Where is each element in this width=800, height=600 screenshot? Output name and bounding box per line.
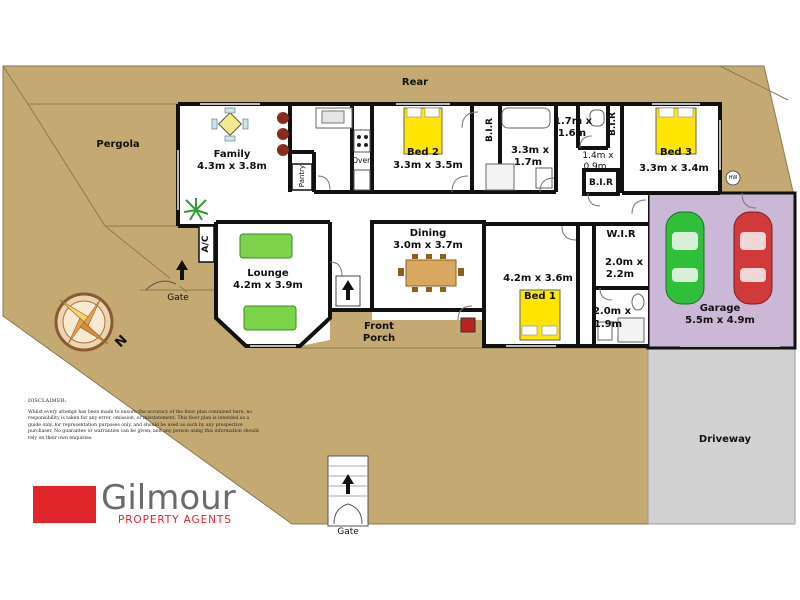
brand-logo-tagline: PROPERTY AGENTS bbox=[118, 514, 232, 526]
cooktop-icon bbox=[353, 129, 371, 153]
ensuite-shower-icon bbox=[617, 317, 645, 343]
bed-2-icon bbox=[403, 107, 443, 155]
boundary-line bbox=[719, 65, 789, 101]
front-porch-label-b: Porch bbox=[362, 333, 396, 344]
sink-icon bbox=[321, 110, 345, 124]
wir-dim-label-b: 2.2m bbox=[605, 269, 635, 280]
bath-dim-label-b: 1.7m bbox=[513, 157, 543, 168]
pergola-label: Pergola bbox=[96, 139, 140, 150]
bed1-name-label: Bed 1 bbox=[523, 291, 556, 302]
dining-name-label: Dining bbox=[409, 228, 447, 239]
brand-logo-mark bbox=[33, 486, 96, 523]
bed3-dim-label: 3.3m x 3.4m bbox=[639, 163, 709, 174]
ensuite-toilet-icon bbox=[631, 293, 645, 311]
wir-dim-label-a: 2.0m x bbox=[604, 257, 644, 268]
bed1-dim-label: 4.2m x 3.6m bbox=[503, 273, 573, 284]
bed-1-icon bbox=[519, 289, 561, 341]
disclaimer-body: Whilst every attempt has been made to en… bbox=[28, 409, 259, 441]
bathtub-icon bbox=[501, 107, 551, 129]
bed-3-icon bbox=[655, 107, 697, 155]
front-porch-label-a: Front bbox=[364, 321, 394, 332]
front-gate-label: Gate bbox=[337, 527, 359, 537]
lounge-dim-label: 4.2m x 3.9m bbox=[233, 280, 303, 291]
rear-label: Rear bbox=[401, 77, 429, 88]
pantry-label: Pantry bbox=[298, 164, 306, 188]
green-car-icon bbox=[665, 211, 705, 305]
bed3-name-label: Bed 3 bbox=[659, 147, 692, 158]
boundary-line bbox=[27, 103, 106, 227]
bed2-dim-label: 3.3m x 3.5m bbox=[393, 160, 463, 171]
ensuite-dim-label-a: 2.0m x bbox=[592, 306, 632, 317]
bar-stools-icon bbox=[277, 112, 289, 156]
ensuite-dim-label-b: 1.9m bbox=[593, 319, 623, 330]
wir-label: W.I.R bbox=[606, 229, 636, 240]
oven-label: Oven bbox=[352, 156, 372, 165]
sofa-icon bbox=[239, 233, 297, 331]
ensuite-vanity-icon bbox=[597, 321, 613, 341]
small-dim-label-a: 1.4m x bbox=[582, 151, 614, 161]
hw-label: HW bbox=[728, 175, 738, 181]
toilet-icon bbox=[589, 109, 605, 127]
red-car-icon bbox=[733, 211, 773, 305]
ac-unit bbox=[198, 225, 215, 263]
brand-logo-wordmark: Gilmour bbox=[101, 478, 236, 518]
windows bbox=[177, 103, 780, 347]
compass-icon bbox=[54, 292, 114, 352]
driveway-label: Driveway bbox=[698, 434, 752, 445]
fridge-icon bbox=[353, 169, 371, 191]
lounge-name-label: Lounge bbox=[247, 268, 289, 279]
plant-icon bbox=[183, 198, 209, 221]
boundary-line bbox=[2, 65, 29, 105]
pantry-box bbox=[291, 163, 313, 191]
dining-table-icon bbox=[398, 254, 464, 292]
door-swings bbox=[317, 111, 757, 321]
bir-2-label: B.I.R bbox=[608, 112, 618, 136]
side-gate-label: Gate bbox=[167, 293, 189, 303]
front-gate-arrow-icon bbox=[342, 474, 354, 494]
bed2-name-label: Bed 2 bbox=[406, 147, 439, 158]
disclaimer: DISCLAIMER: Whilst every attempt has bee… bbox=[28, 398, 260, 443]
ac-label: A/C bbox=[201, 235, 211, 253]
hot-water-unit bbox=[725, 170, 741, 186]
entry-arrow-icon bbox=[342, 280, 354, 300]
cooktop-burners-icon bbox=[357, 135, 368, 147]
disclaimer-title: DISCLAIMER: bbox=[28, 398, 67, 404]
garage-name-label: Garage bbox=[699, 303, 741, 314]
side-gate-swing bbox=[145, 280, 177, 291]
wc-dim-label-b: 1.6m bbox=[557, 128, 587, 139]
wc-dim-label-a: 1.7m x bbox=[554, 116, 593, 127]
family-dim-label: 4.3m x 3.8m bbox=[197, 161, 267, 172]
family-name-label: Family bbox=[213, 149, 251, 160]
small-dim-label-b: 0.9m bbox=[583, 162, 607, 172]
dining-dim-label: 3.0m x 3.7m bbox=[393, 240, 463, 251]
bath-dim-label-a: 3.3m x bbox=[510, 145, 550, 156]
garage-dim-label: 5.5m x 4.9m bbox=[685, 315, 755, 326]
bir-3-label: B.I.R bbox=[589, 178, 613, 188]
side-gate-arrow-icon bbox=[176, 260, 188, 280]
front-steps bbox=[327, 455, 369, 527]
family-table-icon bbox=[211, 107, 249, 142]
porch-mat-icon bbox=[460, 317, 476, 333]
bir-1-label: B.I.R bbox=[485, 118, 495, 142]
driveway-area bbox=[647, 347, 796, 525]
shower-icon bbox=[485, 163, 515, 191]
